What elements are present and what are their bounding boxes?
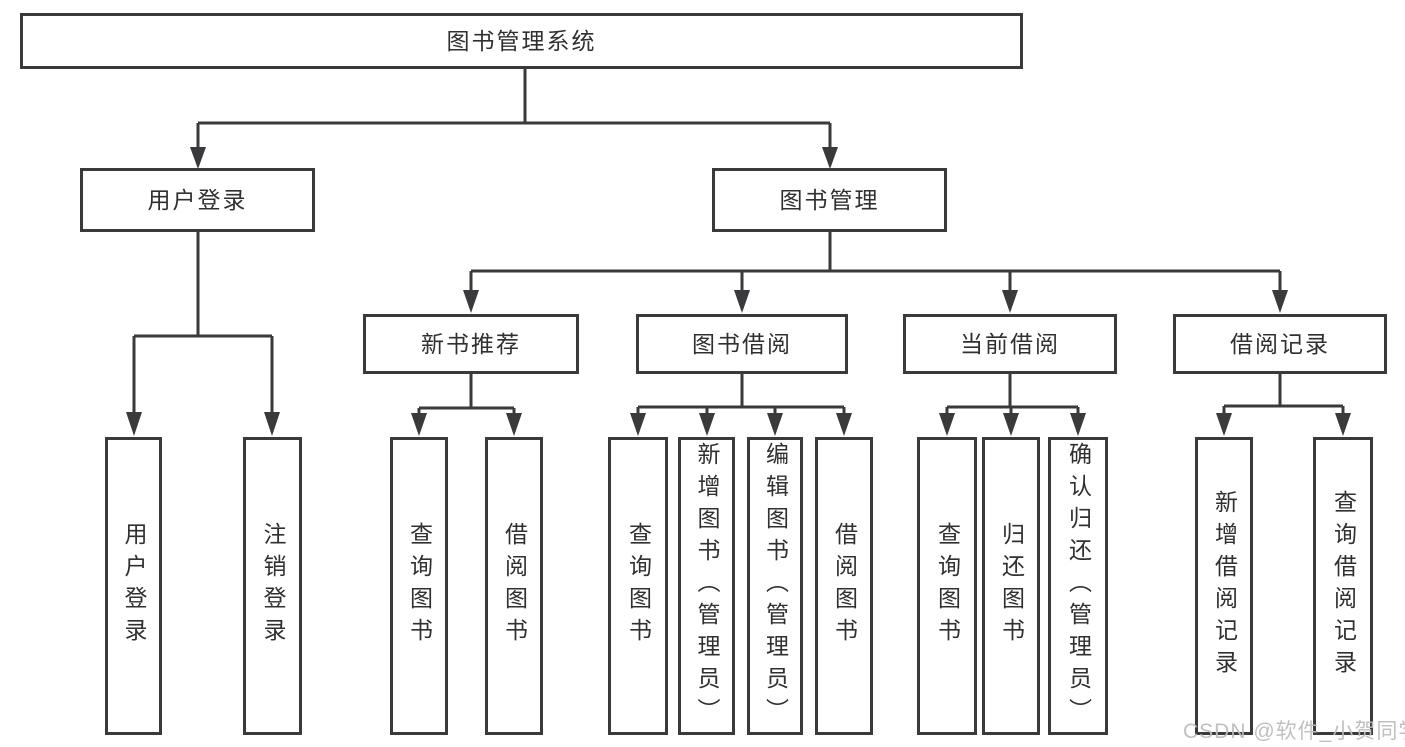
node-leaf-edit-book-admin: 编辑图书（管理员） — [747, 437, 803, 735]
node-leaf-confirm-return-admin-label: 确认归还（管理员） — [1065, 442, 1092, 730]
node-leaf-borrow-book-borrowing: 借阅图书 — [815, 437, 873, 735]
node-leaf-query-book-current: 查询图书 — [917, 437, 977, 735]
node-book-borrowing-label: 图书借阅 — [692, 330, 792, 357]
node-leaf-query-borrow-record-label: 查询借阅记录 — [1330, 490, 1357, 682]
node-leaf-return-book-label: 归还图书 — [998, 522, 1025, 650]
node-leaf-add-borrow-record-label: 新增借阅记录 — [1211, 490, 1238, 682]
node-borrowing-records-label: 借阅记录 — [1230, 330, 1330, 357]
node-leaf-user-login: 用户登录 — [105, 437, 162, 735]
node-leaf-confirm-return-admin: 确认归还（管理员） — [1048, 437, 1108, 735]
node-leaf-add-book-admin: 新增图书（管理员） — [678, 437, 735, 735]
node-leaf-logout-label: 注销登录 — [260, 522, 286, 650]
node-root: 图书管理系统 — [20, 13, 1023, 69]
node-leaf-query-book-recommend: 查询图书 — [390, 437, 448, 735]
node-leaf-query-book-borrowing-label: 查询图书 — [625, 522, 652, 650]
node-new-book-recommend-label: 新书推荐 — [421, 330, 521, 357]
node-leaf-query-book-current-label: 查询图书 — [934, 522, 961, 650]
node-leaf-add-book-admin-label: 新增图书（管理员） — [694, 442, 720, 730]
node-leaf-query-borrow-record: 查询借阅记录 — [1313, 437, 1373, 735]
node-book-borrowing: 图书借阅 — [636, 314, 848, 374]
node-current-borrowing: 当前借阅 — [903, 314, 1117, 374]
node-leaf-borrow-book-recommend-label: 借阅图书 — [501, 522, 528, 650]
node-current-borrowing-label: 当前借阅 — [960, 330, 1060, 357]
node-new-book-recommend: 新书推荐 — [363, 314, 579, 374]
node-leaf-borrow-book-borrowing-label: 借阅图书 — [831, 522, 858, 650]
node-leaf-add-borrow-record: 新增借阅记录 — [1195, 437, 1253, 735]
node-leaf-query-book-borrowing: 查询图书 — [608, 437, 668, 735]
node-leaf-edit-book-admin-label: 编辑图书（管理员） — [762, 442, 789, 730]
node-leaf-borrow-book-recommend: 借阅图书 — [485, 437, 543, 735]
node-borrowing-records: 借阅记录 — [1173, 314, 1387, 374]
node-user-login-label: 用户登录 — [147, 186, 248, 213]
csdn-watermark: CSDN @软件_小贺同学 — [1183, 720, 1405, 743]
node-book-management-label: 图书管理 — [779, 186, 880, 213]
node-leaf-query-book-recommend-label: 查询图书 — [406, 522, 433, 650]
node-leaf-user-login-label: 用户登录 — [121, 522, 147, 650]
node-leaf-logout: 注销登录 — [243, 437, 302, 735]
node-leaf-return-book: 归还图书 — [982, 437, 1040, 735]
node-root-label: 图书管理系统 — [446, 27, 597, 54]
node-book-management: 图书管理 — [712, 168, 947, 232]
node-user-login: 用户登录 — [80, 168, 315, 232]
